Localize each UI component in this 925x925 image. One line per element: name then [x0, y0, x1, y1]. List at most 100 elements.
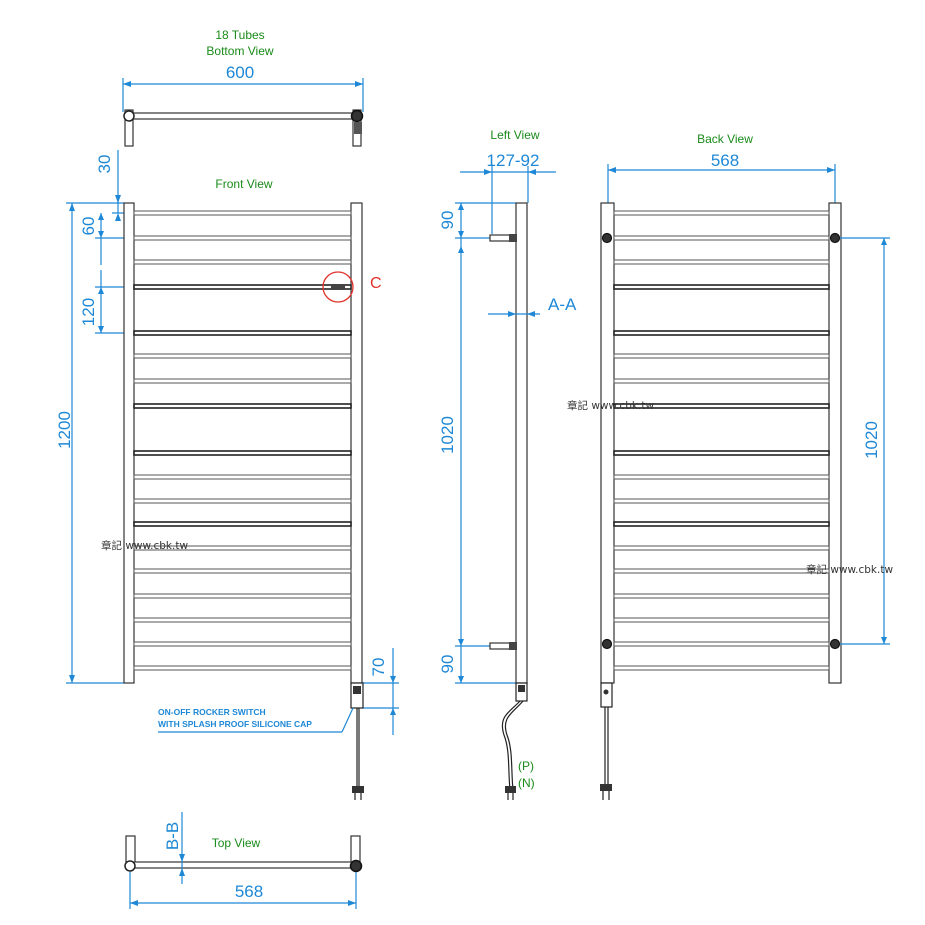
top-left-cap-icon — [124, 860, 136, 872]
dim-90-bottom: 90 — [438, 655, 457, 674]
back-switch-icon — [603, 689, 609, 695]
top-right-cap-icon — [349, 859, 363, 873]
dim-30: 30 — [95, 155, 114, 174]
front-tube — [133, 403, 352, 409]
back-tube — [613, 378, 830, 384]
plug-icon — [352, 786, 364, 793]
back-tubes — [613, 210, 830, 671]
back-bracket-icon — [829, 232, 841, 244]
back-plug-icon — [600, 784, 612, 791]
back-switch-housing — [600, 682, 613, 708]
front-tube — [133, 235, 352, 241]
left-cable — [504, 700, 524, 791]
watermark: 章記 www.cbk.tw — [806, 563, 893, 576]
bottom-tube — [127, 112, 359, 120]
front-right-rail — [350, 202, 363, 684]
arrow-right — [348, 900, 356, 906]
left-bottom-bracket-fixing — [509, 642, 517, 650]
bottom-view-title: 18 Tubes — [215, 28, 264, 42]
back-tube — [613, 665, 830, 671]
top-view: Top View B-B 568 — [124, 812, 363, 909]
back-tube — [613, 617, 830, 623]
arrow-left — [608, 167, 616, 173]
arrow-down — [98, 231, 104, 238]
dim-1020-back: 1020 — [862, 421, 881, 459]
back-tube — [613, 210, 830, 216]
arrow-left — [528, 169, 536, 175]
front-tube — [133, 259, 352, 265]
front-tube — [133, 450, 352, 456]
back-tube — [613, 330, 830, 336]
back-view: Back View 568 1020 — [600, 132, 890, 800]
left-top-bracket-fixing — [509, 234, 517, 242]
front-view-title: Front View — [215, 177, 272, 191]
arrow-up — [390, 708, 396, 715]
left-plug-icon — [505, 786, 516, 793]
switch-note-line2: WITH SPLASH PROOF SILICONE CAP — [158, 719, 312, 729]
arrow-down — [390, 676, 396, 683]
back-tube — [613, 593, 830, 599]
left-cable — [501, 700, 521, 791]
phase-label: (P) — [518, 759, 534, 773]
arrow-down — [458, 639, 464, 646]
front-tube — [133, 545, 352, 551]
front-tube — [133, 665, 352, 671]
left-view-title: Left View — [490, 128, 539, 142]
back-tube — [613, 641, 830, 647]
front-tube — [133, 330, 352, 336]
arrow-down — [458, 676, 464, 683]
arrow-right — [484, 169, 492, 175]
section-a-label: A-A — [548, 295, 577, 314]
dim-top-width: 568 — [235, 882, 263, 901]
back-right-rail — [828, 202, 842, 684]
bottom-left-post — [124, 109, 134, 147]
bottom-element-icon — [354, 122, 362, 134]
front-view: Front View 1200 30 60 120 — [55, 150, 399, 800]
front-tube — [133, 641, 352, 647]
detail-c-circle — [322, 271, 354, 303]
switch-leader — [341, 707, 354, 733]
bottom-view-subtitle: Bottom View — [206, 44, 273, 58]
watermark: 章記 www.cbk.tw — [567, 399, 654, 412]
front-tube — [133, 617, 352, 623]
arrow-down — [69, 675, 75, 683]
dim-1020-left: 1020 — [438, 416, 457, 454]
back-tube — [613, 235, 830, 241]
back-view-title: Back View — [697, 132, 753, 146]
dim-left-depth: 127-92 — [487, 151, 540, 170]
back-bracket-icon — [601, 232, 613, 244]
dim-70: 70 — [369, 658, 388, 677]
front-tube — [133, 474, 352, 480]
arrow-down — [179, 854, 185, 862]
section-b-label: B-B — [163, 822, 182, 850]
watermark: 章記 www.cbk.tw — [101, 539, 188, 552]
front-left-rail — [123, 202, 135, 684]
front-tube — [133, 521, 352, 527]
arrow-down — [115, 195, 121, 203]
left-view: Left View 127-92 90 1020 90 — [438, 128, 577, 800]
bottom-left-cap-icon — [123, 110, 135, 122]
back-tube — [613, 259, 830, 265]
arrow-left — [130, 900, 138, 906]
arrow-up — [98, 287, 104, 294]
rocker-switch-icon — [353, 686, 361, 694]
back-tube — [613, 568, 830, 574]
arrow-down — [458, 231, 464, 238]
arrow-left — [123, 81, 131, 87]
top-view-title: Top View — [212, 836, 261, 850]
dim-back-width: 568 — [711, 151, 739, 170]
arrow-up — [179, 868, 185, 876]
back-tube — [613, 353, 830, 359]
front-tube — [133, 210, 352, 216]
left-switch-icon — [518, 685, 525, 692]
dim-bottom-width: 600 — [226, 63, 254, 82]
front-tube — [133, 353, 352, 359]
arrow-left — [527, 311, 535, 317]
arrow-up — [115, 213, 121, 221]
back-tube — [613, 450, 830, 456]
back-bracket-icon — [829, 638, 841, 650]
arrow-right — [827, 167, 835, 173]
left-view-rail — [515, 202, 528, 684]
neutral-label: (N) — [518, 776, 535, 790]
